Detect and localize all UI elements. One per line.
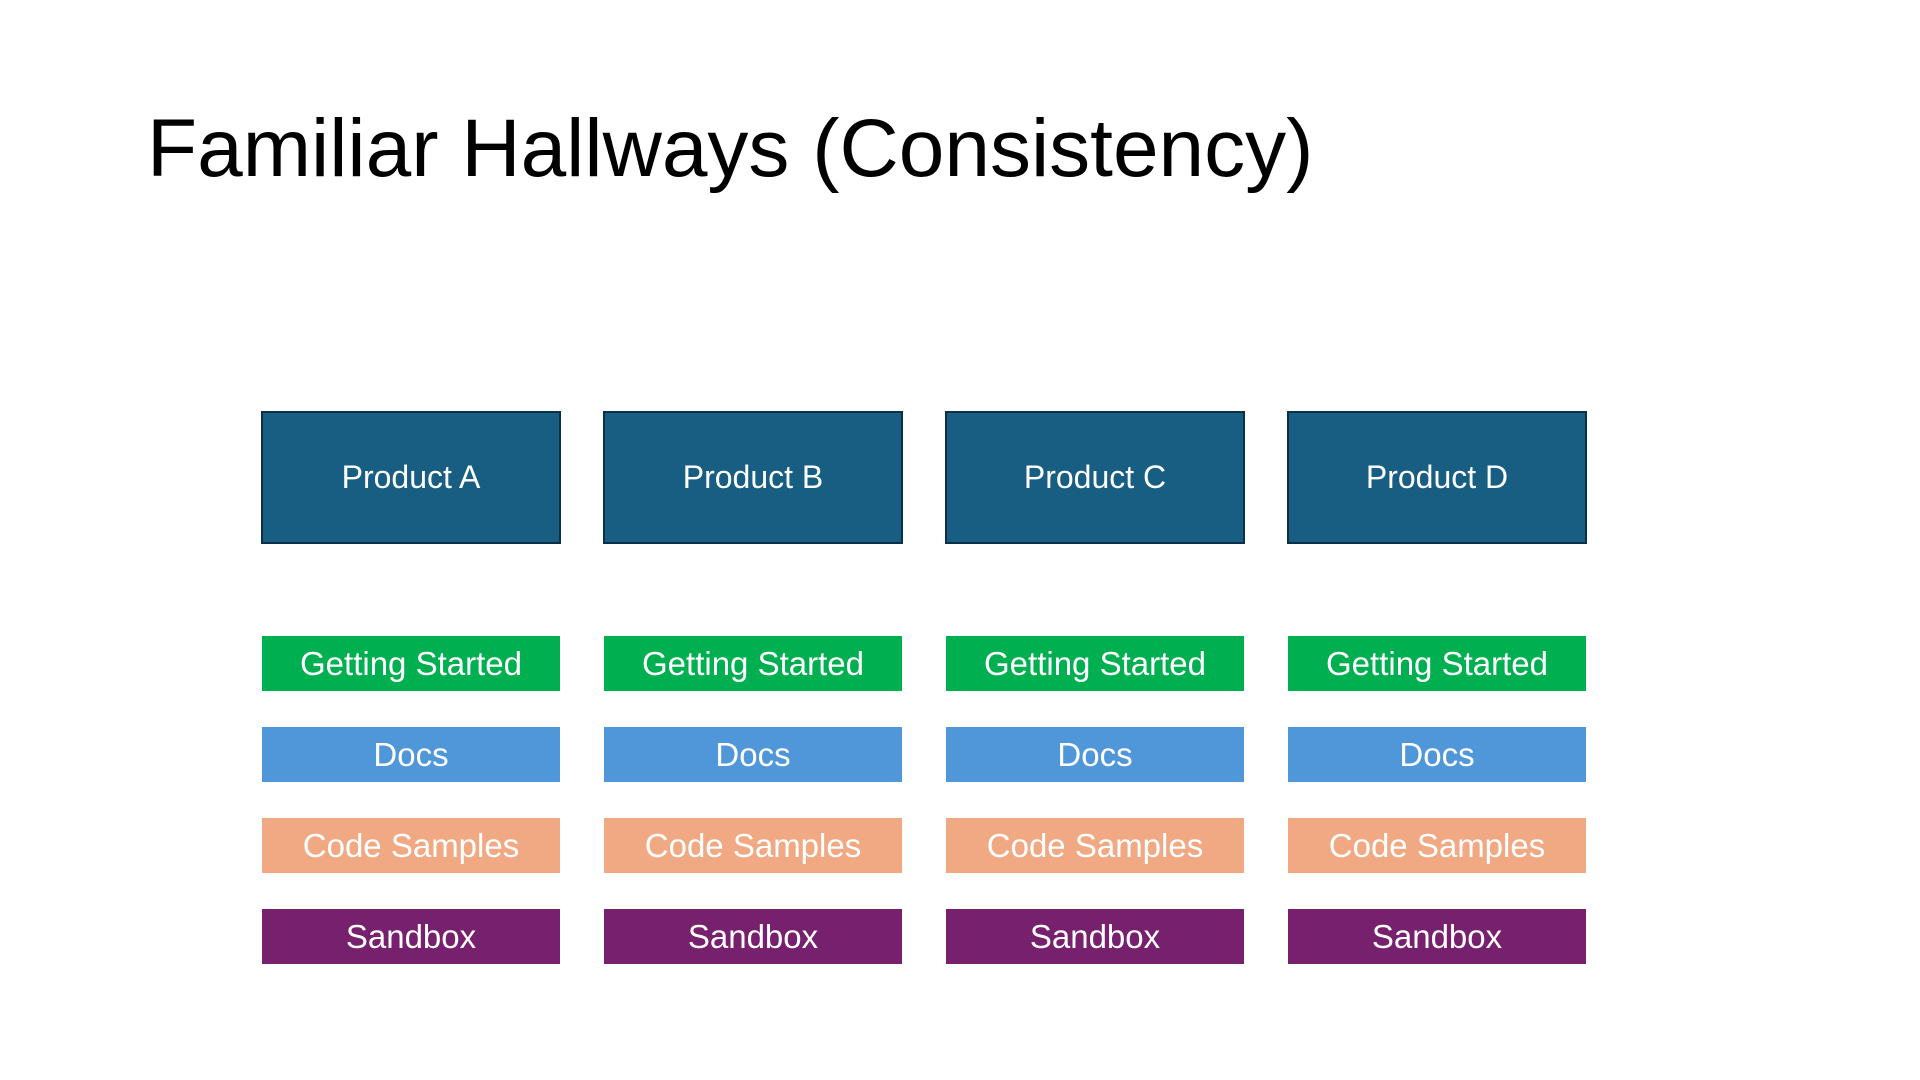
product-column-d: Product D Getting Started Docs Code Samp… — [1287, 411, 1587, 964]
product-column-c: Product C Getting Started Docs Code Samp… — [945, 411, 1245, 964]
product-c-box[interactable]: Product C — [945, 411, 1245, 544]
getting-started-link[interactable]: Getting Started — [1288, 636, 1586, 691]
product-d-box[interactable]: Product D — [1287, 411, 1587, 544]
docs-link[interactable]: Docs — [1288, 727, 1586, 782]
product-column-b: Product B Getting Started Docs Code Samp… — [603, 411, 903, 964]
getting-started-link[interactable]: Getting Started — [262, 636, 560, 691]
getting-started-link[interactable]: Getting Started — [946, 636, 1244, 691]
product-c-links: Getting Started Docs Code Samples Sandbo… — [945, 636, 1245, 964]
product-b-links: Getting Started Docs Code Samples Sandbo… — [603, 636, 903, 964]
product-a-links: Getting Started Docs Code Samples Sandbo… — [261, 636, 561, 964]
docs-link[interactable]: Docs — [604, 727, 902, 782]
docs-link[interactable]: Docs — [262, 727, 560, 782]
product-a-box[interactable]: Product A — [261, 411, 561, 544]
sandbox-link[interactable]: Sandbox — [946, 909, 1244, 964]
sandbox-link[interactable]: Sandbox — [262, 909, 560, 964]
product-b-box[interactable]: Product B — [603, 411, 903, 544]
sandbox-link[interactable]: Sandbox — [1288, 909, 1586, 964]
docs-link[interactable]: Docs — [946, 727, 1244, 782]
code-samples-link[interactable]: Code Samples — [1288, 818, 1586, 873]
code-samples-link[interactable]: Code Samples — [262, 818, 560, 873]
code-samples-link[interactable]: Code Samples — [604, 818, 902, 873]
product-columns: Product A Getting Started Docs Code Samp… — [261, 411, 1587, 964]
code-samples-link[interactable]: Code Samples — [946, 818, 1244, 873]
sandbox-link[interactable]: Sandbox — [604, 909, 902, 964]
getting-started-link[interactable]: Getting Started — [604, 636, 902, 691]
slide-title: Familiar Hallways (Consistency) — [147, 103, 1314, 194]
product-column-a: Product A Getting Started Docs Code Samp… — [261, 411, 561, 964]
product-d-links: Getting Started Docs Code Samples Sandbo… — [1287, 636, 1587, 964]
